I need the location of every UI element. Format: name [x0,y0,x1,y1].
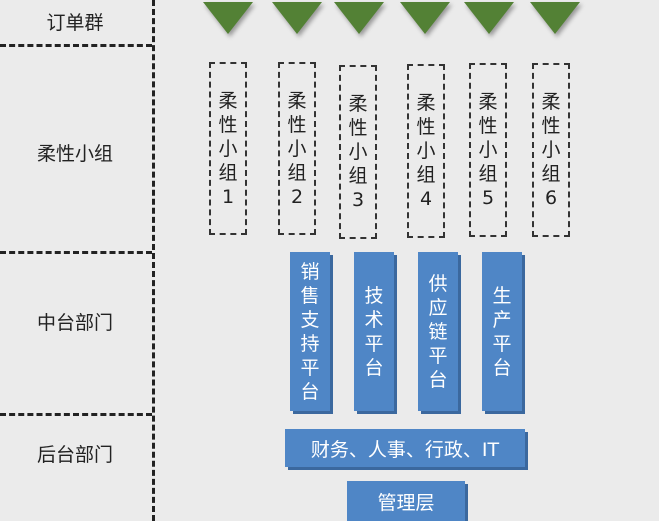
order-triangle-1 [203,2,253,34]
row-label-back-office: 后台部门 [36,444,113,466]
row-label-flex-teams: 柔性小组 [36,143,113,165]
back-office-bar: 财务、人事、行政、IT [285,429,525,467]
column-divider [152,0,155,521]
order-triangle-4 [400,2,450,34]
row-label-orders: 订单群 [46,12,104,34]
order-triangle-2 [272,2,322,34]
platform-production: 生产平台 [482,252,522,411]
row-divider-1 [0,44,152,47]
platform-sales-support: 销售支持平台 [290,252,330,411]
order-triangle-3 [334,2,384,34]
order-triangle-6 [530,2,580,34]
order-triangle-5 [464,2,514,34]
row-divider-3 [0,413,152,416]
platform-technology: 技术平台 [354,252,394,411]
platform-supply-chain: 供应链平台 [418,252,458,411]
row-label-middle-office: 中台部门 [36,312,113,334]
management-bar: 管理层 [347,481,465,521]
row-divider-2 [0,251,152,254]
